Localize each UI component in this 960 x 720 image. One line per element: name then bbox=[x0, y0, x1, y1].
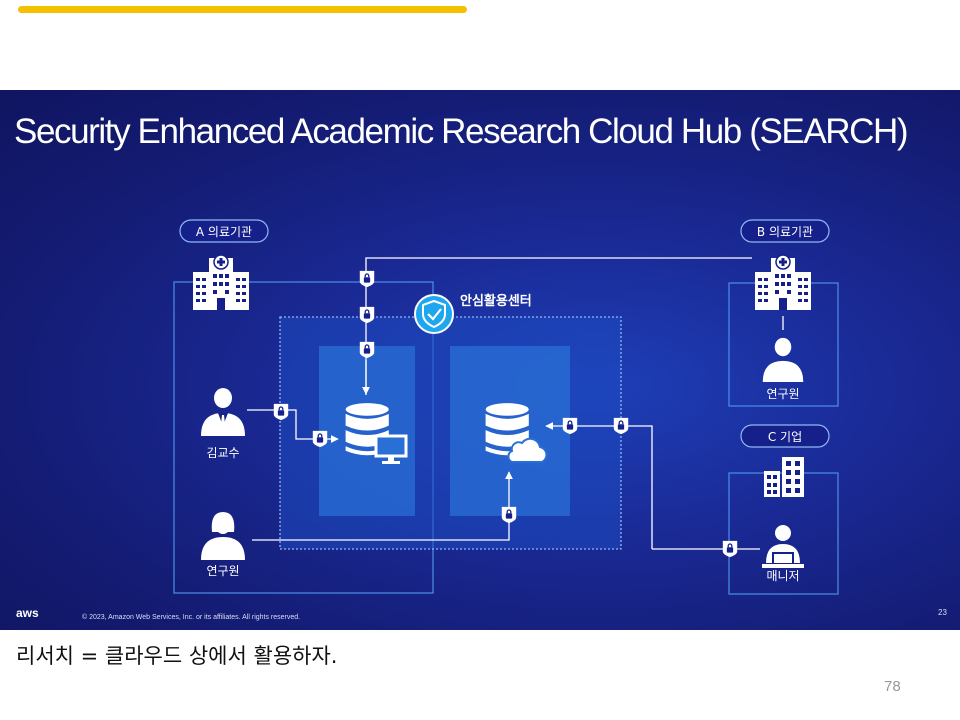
hospital-a-label: A 의료기관 bbox=[196, 225, 252, 239]
slide-number: 23 bbox=[938, 608, 947, 617]
page-number: 78 bbox=[884, 678, 901, 695]
caption-text: 리서치 = 클라우드 상에서 활용하자. bbox=[16, 644, 338, 668]
researcher-a-icon bbox=[201, 512, 245, 560]
company-office-icon bbox=[764, 457, 804, 497]
hospital-b-building-icon bbox=[754, 254, 812, 310]
researcher-b-label: 연구원 bbox=[766, 387, 799, 401]
lock-icon bbox=[359, 270, 375, 288]
professor-label: 김교수 bbox=[206, 446, 239, 460]
lock-icon bbox=[722, 540, 738, 558]
hospital-a-building-icon bbox=[192, 254, 250, 310]
hospital-a-label-pill bbox=[179, 219, 269, 243]
line-manager-to-db bbox=[545, 422, 653, 549]
copyright-text: © 2023, Amazon Web Services, Inc. or its… bbox=[82, 614, 301, 621]
manager-icon bbox=[762, 525, 804, 568]
safe-center-label: 안심활용센터 bbox=[460, 293, 532, 309]
researcher-a-label: 연구원 bbox=[206, 564, 239, 578]
researcher-b-icon bbox=[762, 337, 804, 382]
company-c-label-pill bbox=[740, 424, 830, 448]
manager-label: 매니저 bbox=[766, 569, 799, 583]
slide: Security Enhanced Academic Research Clou… bbox=[0, 90, 960, 630]
slide-title: Security Enhanced Academic Research Clou… bbox=[14, 112, 909, 151]
architecture-diagram: A 의료기관 B 의료기관 C 기업 안심활용센터 김교수 연구원 연구원 매니… bbox=[173, 219, 839, 595]
professor-icon bbox=[201, 388, 245, 436]
aws-logo: aws bbox=[16, 606, 39, 620]
monitor-icon bbox=[374, 434, 408, 464]
secure-zone-left bbox=[319, 346, 415, 516]
line-researcher-to-db bbox=[252, 471, 513, 541]
hospital-b-label: B 의료기관 bbox=[757, 225, 813, 239]
hospital-b-label-pill bbox=[740, 219, 830, 243]
shield-check-icon bbox=[422, 299, 446, 329]
secure-zone-right bbox=[450, 346, 570, 516]
cloud-icon bbox=[507, 437, 548, 463]
company-c-label: C 기업 bbox=[768, 430, 802, 444]
accent-bar bbox=[18, 6, 467, 13]
